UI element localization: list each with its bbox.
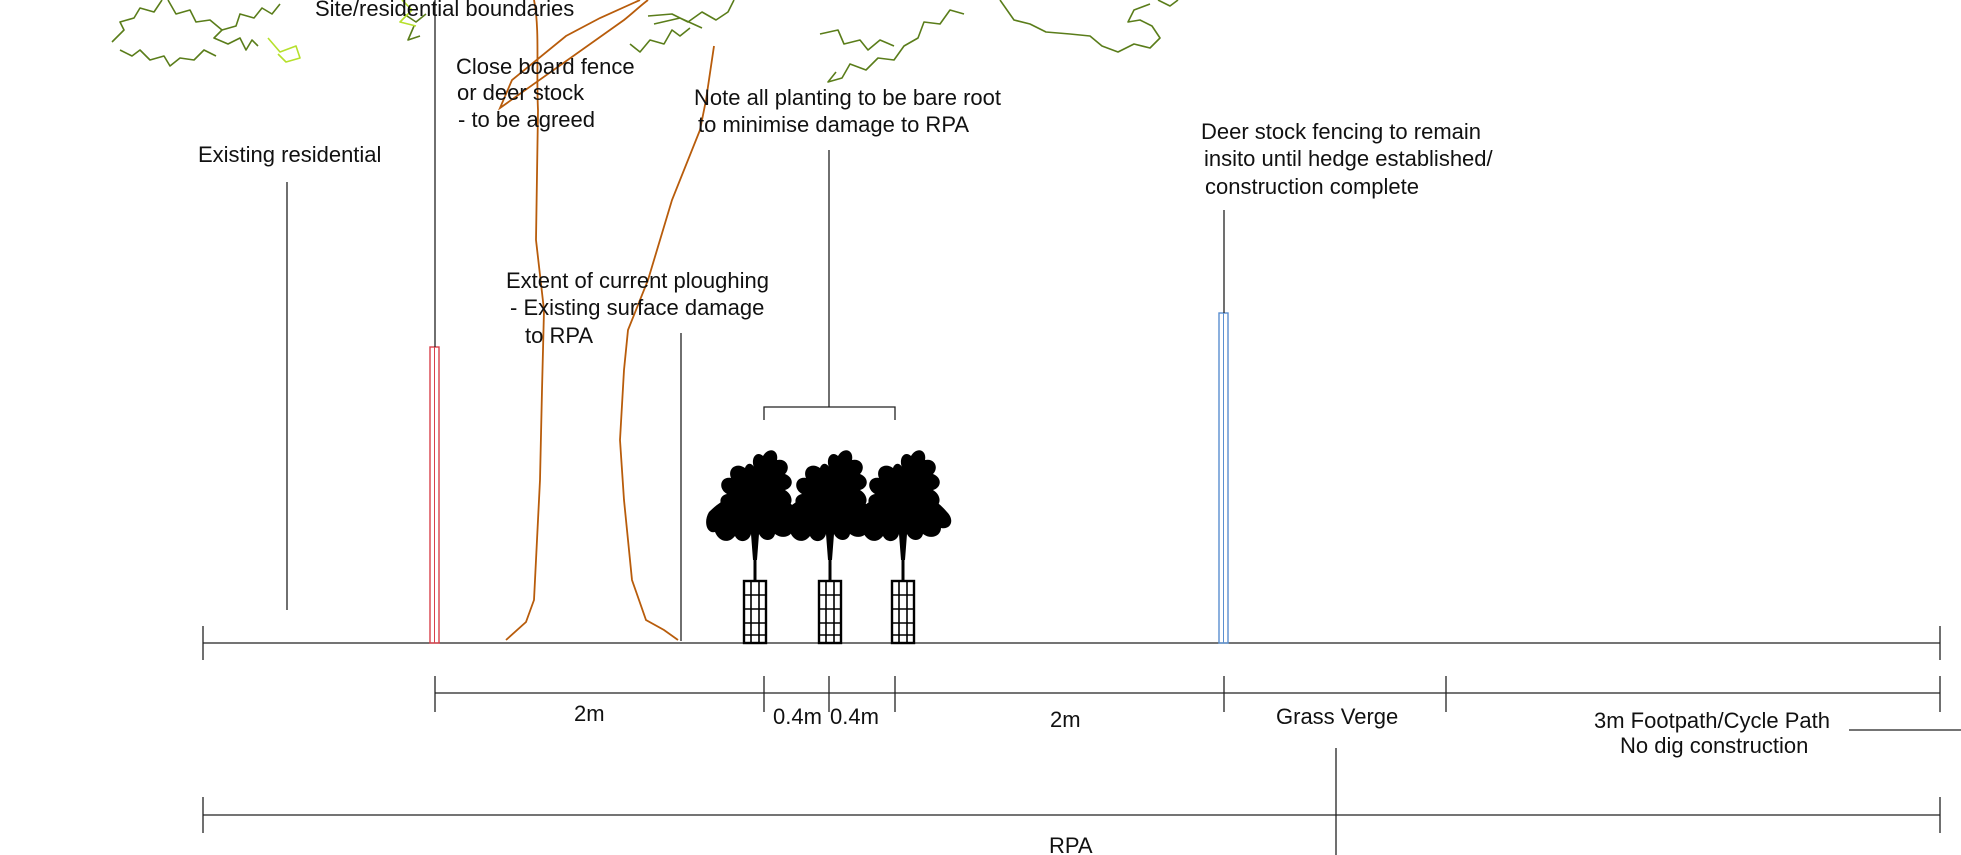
label-footpath-line2: No dig construction <box>1620 733 1808 758</box>
boundary-fence-red <box>429 346 440 644</box>
hedge-plants <box>704 448 953 645</box>
label-grass-verge: Grass Verge <box>1276 704 1398 729</box>
tree-guard-icon <box>742 579 768 645</box>
tree-guard-icon <box>890 579 916 645</box>
label-footpath-line1: 3m Footpath/Cycle Path <box>1594 708 1830 733</box>
label-planting-line1: Note all planting to be bare root <box>694 85 1001 110</box>
dimension-2m-right: 2m <box>1050 707 1081 732</box>
tree-silhouette-icon <box>852 448 953 582</box>
label-boundaries: Site/residential boundaries <box>315 0 574 21</box>
dimension-chain <box>434 676 1941 712</box>
label-rpa: RPA <box>1049 833 1093 855</box>
dimension-0.4m-left: 0.4m <box>773 704 822 729</box>
label-plough-line2: - Existing surface damage <box>510 295 764 320</box>
rpa-line <box>202 797 1941 833</box>
label-plough-line1: Extent of current ploughing <box>506 268 769 293</box>
label-existing-residential: Existing residential <box>198 142 381 167</box>
leader-lines <box>286 0 1961 855</box>
deer-fence-blue <box>1218 312 1229 644</box>
label-deer-line2: insito until hedge established/ <box>1204 146 1494 171</box>
tree-canopy <box>111 0 1179 83</box>
annotations: Site/residential boundaries Close board … <box>198 0 1830 855</box>
ground-line <box>202 626 1941 660</box>
label-fence-line3: - to be agreed <box>458 107 595 132</box>
label-fence-line2: or deer stock <box>457 80 585 105</box>
dimension-2m-left: 2m <box>574 701 605 726</box>
label-deer-line1: Deer stock fencing to remain <box>1201 119 1481 144</box>
label-deer-line3: construction complete <box>1205 174 1419 199</box>
label-fence-line1: Close board fence <box>456 54 635 79</box>
label-plough-line3: to RPA <box>525 323 593 348</box>
label-planting-line2: to minimise damage to RPA <box>698 112 969 137</box>
dimension-0.4m-right: 0.4m <box>830 704 879 729</box>
tree-guard-icon <box>817 579 843 645</box>
tree-trunk <box>497 0 715 641</box>
